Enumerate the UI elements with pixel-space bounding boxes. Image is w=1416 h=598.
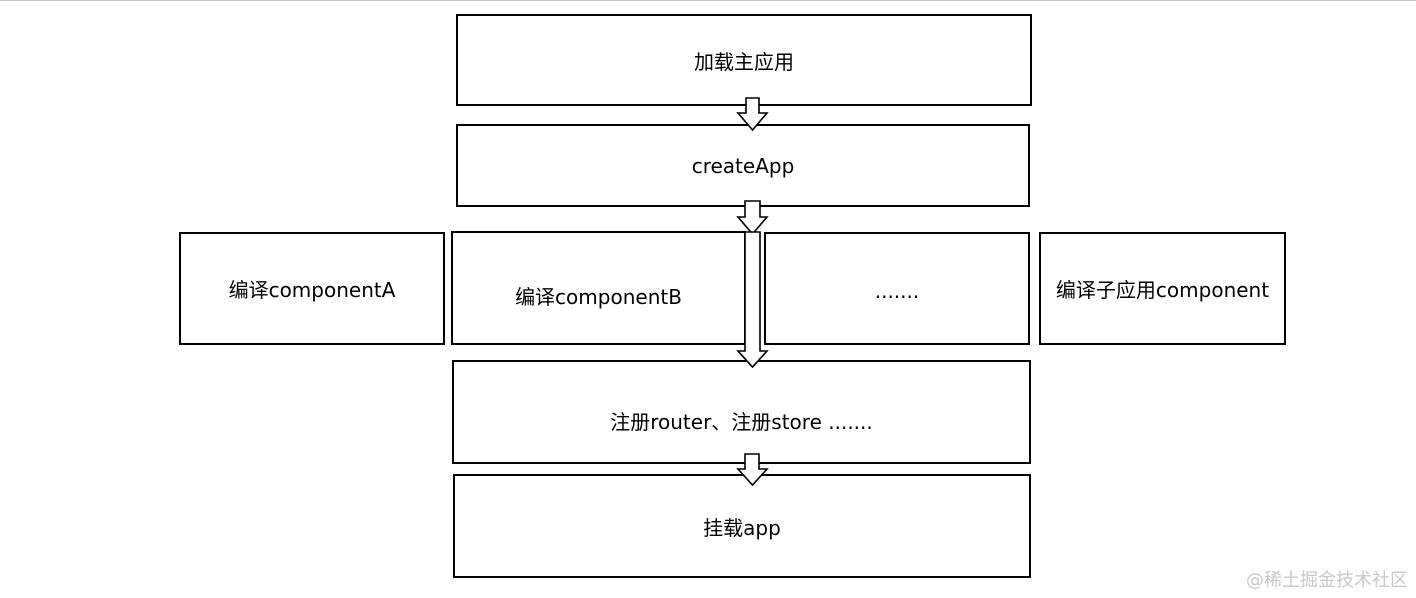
node-create-app-label: createApp — [691, 153, 795, 178]
arrow-register-to-mount — [736, 453, 769, 487]
node-load-main-app: 加载主应用 — [456, 14, 1032, 106]
watermark-text: @稀土掘金技术社区 — [1246, 570, 1408, 591]
node-compile-component-b: 编译componentB — [451, 231, 746, 345]
node-mount-app-label: 挂载app — [703, 515, 781, 540]
node-load-main-app-label: 加载主应用 — [694, 49, 794, 74]
node-compile-component-b-label: 编译componentB — [515, 285, 682, 309]
arrow-load-to-create — [736, 97, 769, 132]
node-register: 注册router、注册store ....... — [452, 360, 1031, 464]
node-create-app: createApp — [456, 124, 1030, 207]
node-compile-subapp-component: 编译子应用component — [1039, 232, 1286, 345]
node-compile-subapp-component-label: 编译子应用component — [1055, 278, 1270, 302]
node-compile-component-a-label: 编译componentA — [228, 278, 396, 302]
node-ellipsis-label: ....... — [874, 279, 920, 303]
node-compile-component-a: 编译componentA — [179, 232, 445, 345]
node-ellipsis: ....... — [764, 232, 1030, 345]
node-register-label: 注册router、注册store ....... — [610, 409, 873, 434]
node-mount-app: 挂载app — [453, 474, 1031, 578]
top-divider — [0, 0, 1416, 1]
arrow-compile-to-register — [736, 231, 769, 369]
arrow-create-to-compile — [736, 200, 769, 236]
